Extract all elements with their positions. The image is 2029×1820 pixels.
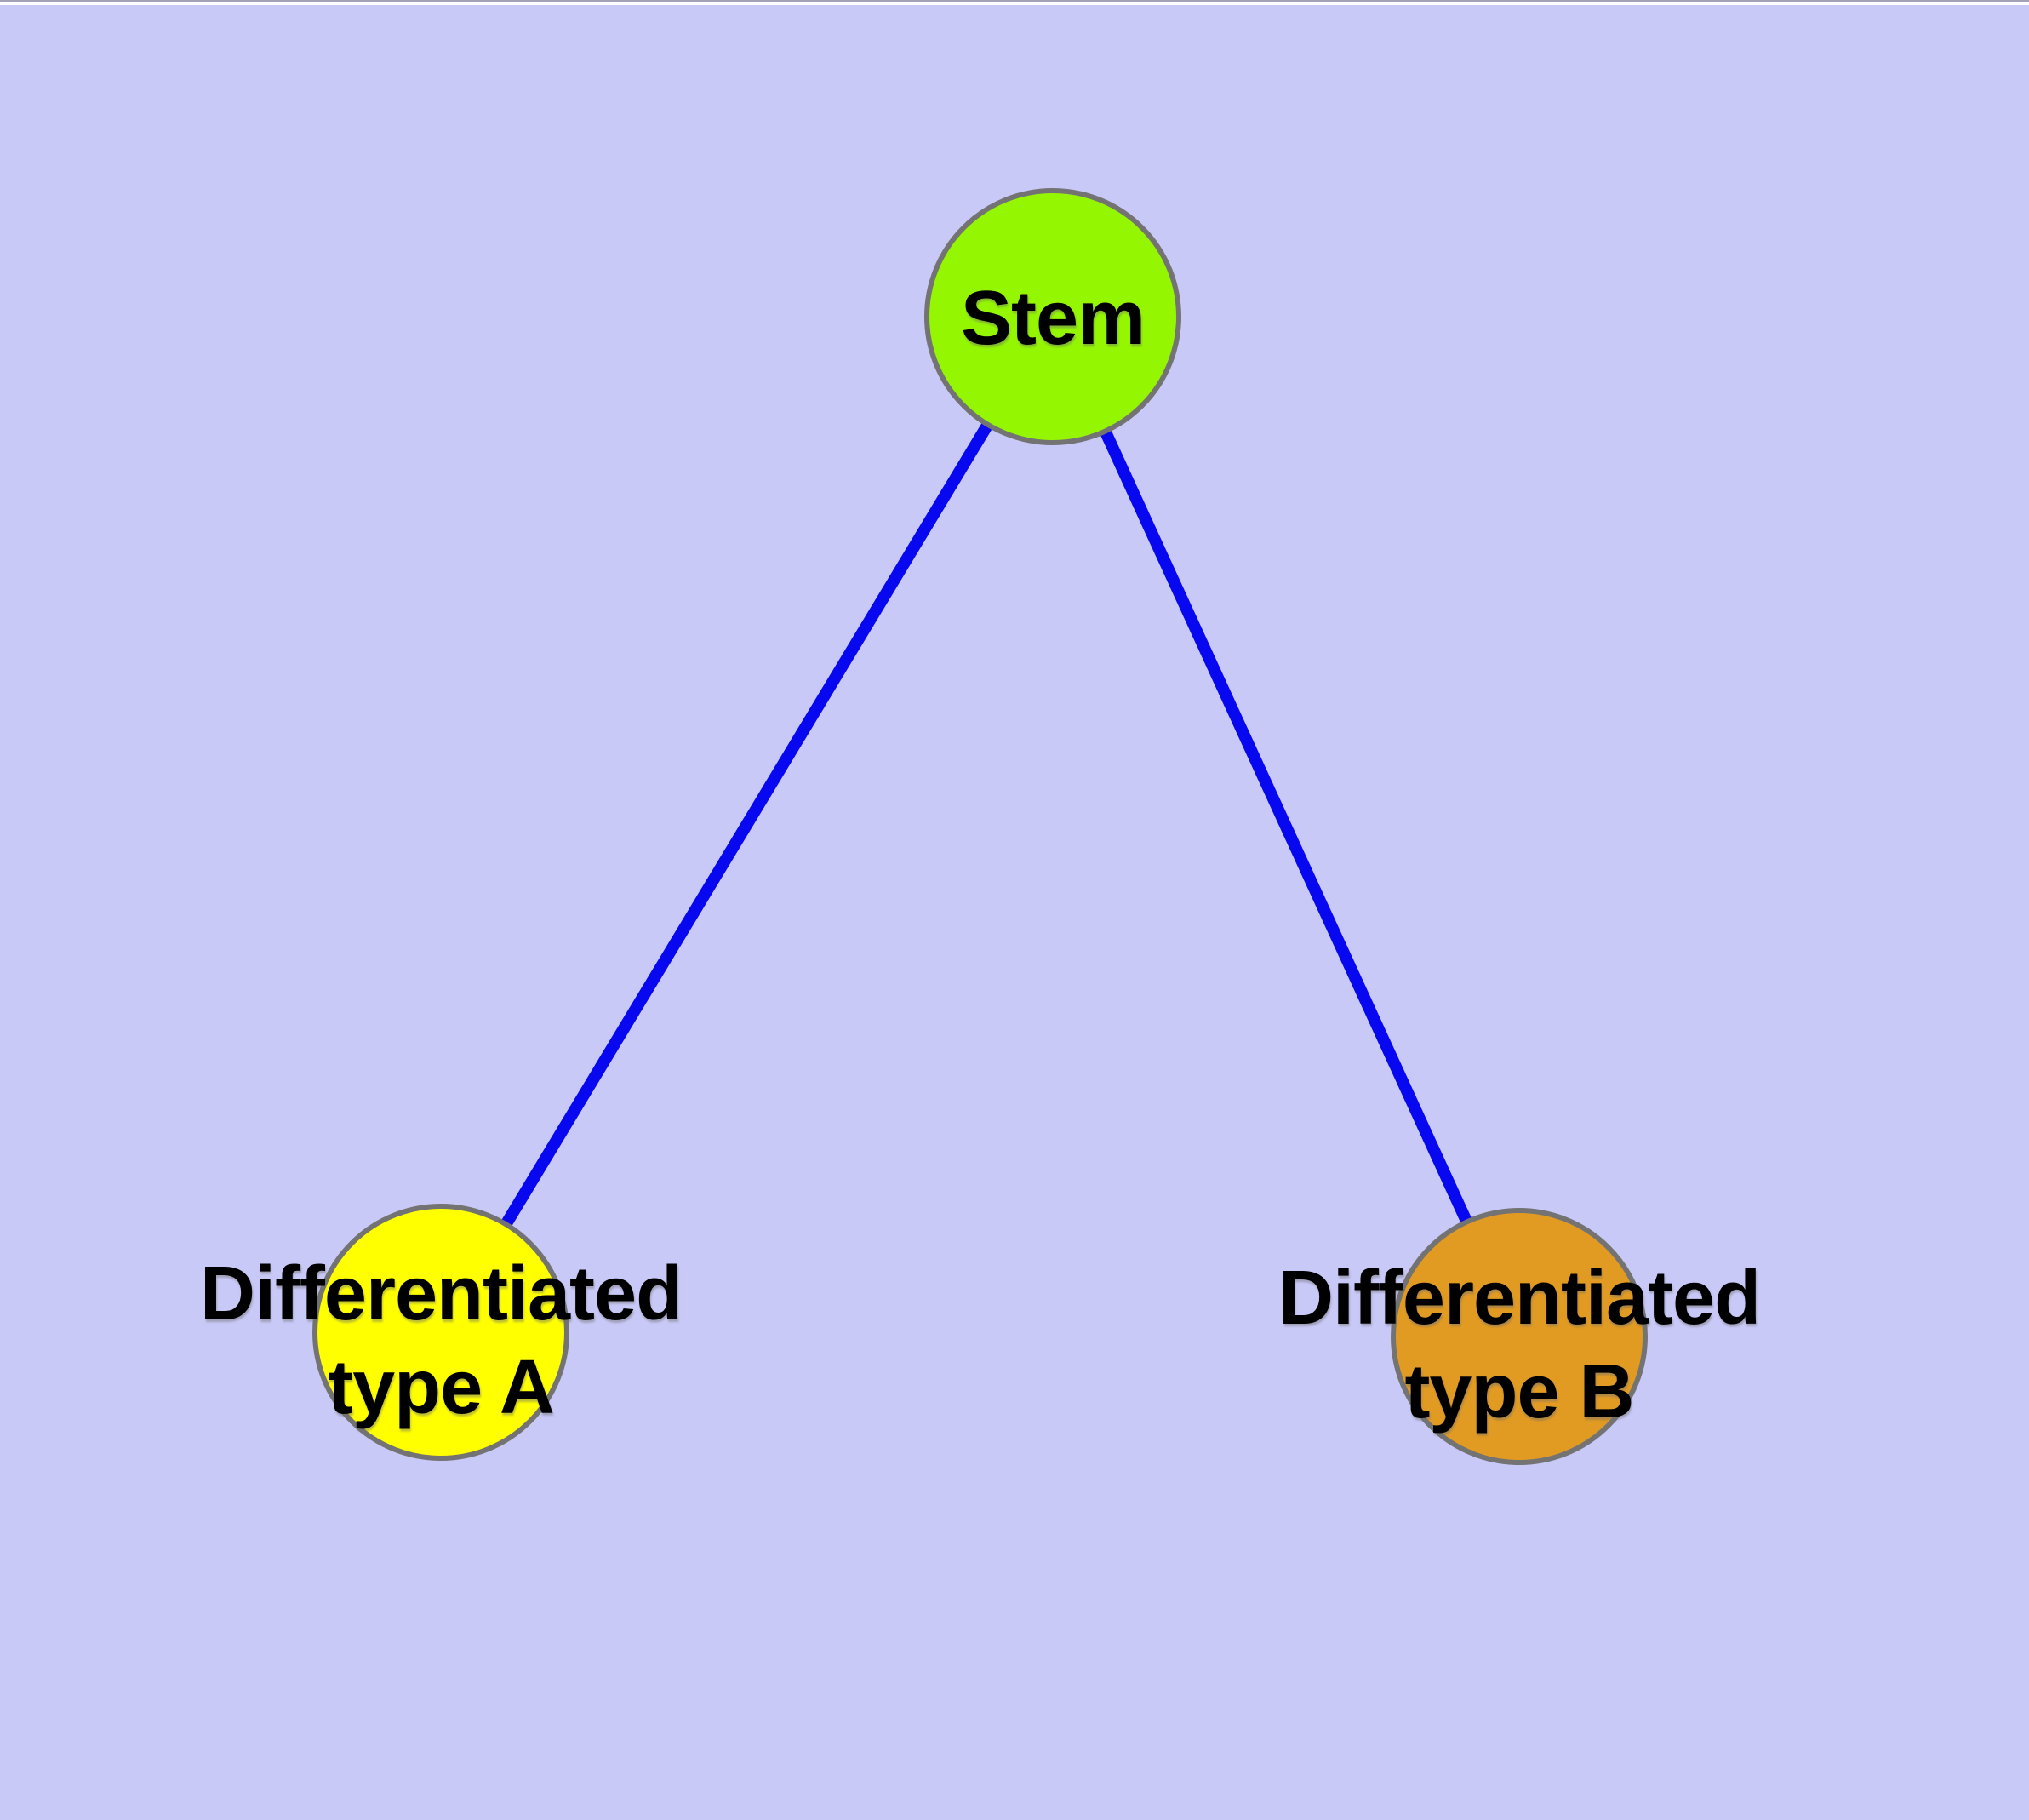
label-line: Differentiated xyxy=(199,1251,683,1336)
node-differentiated-type-b xyxy=(1391,1208,1648,1465)
label-line: Stem xyxy=(960,276,1146,361)
node-differentiated-type-a-label: Differentiated type A xyxy=(199,1247,683,1434)
node-stem-label: Stem xyxy=(960,272,1146,365)
edge-stem-to-differentiated-type-b xyxy=(1047,314,1525,1339)
node-differentiated-type-b-label: Differentiated type B xyxy=(1277,1251,1761,1439)
label-line: Differentiated xyxy=(1277,1256,1761,1341)
node-stem xyxy=(924,188,1181,445)
label-line: type A xyxy=(328,1345,555,1430)
edge-stem-to-differentiated-type-a xyxy=(436,313,1058,1336)
window-top-margin xyxy=(0,0,2029,5)
node-differentiated-type-a xyxy=(312,1204,569,1461)
label-line: type B xyxy=(1404,1349,1634,1434)
